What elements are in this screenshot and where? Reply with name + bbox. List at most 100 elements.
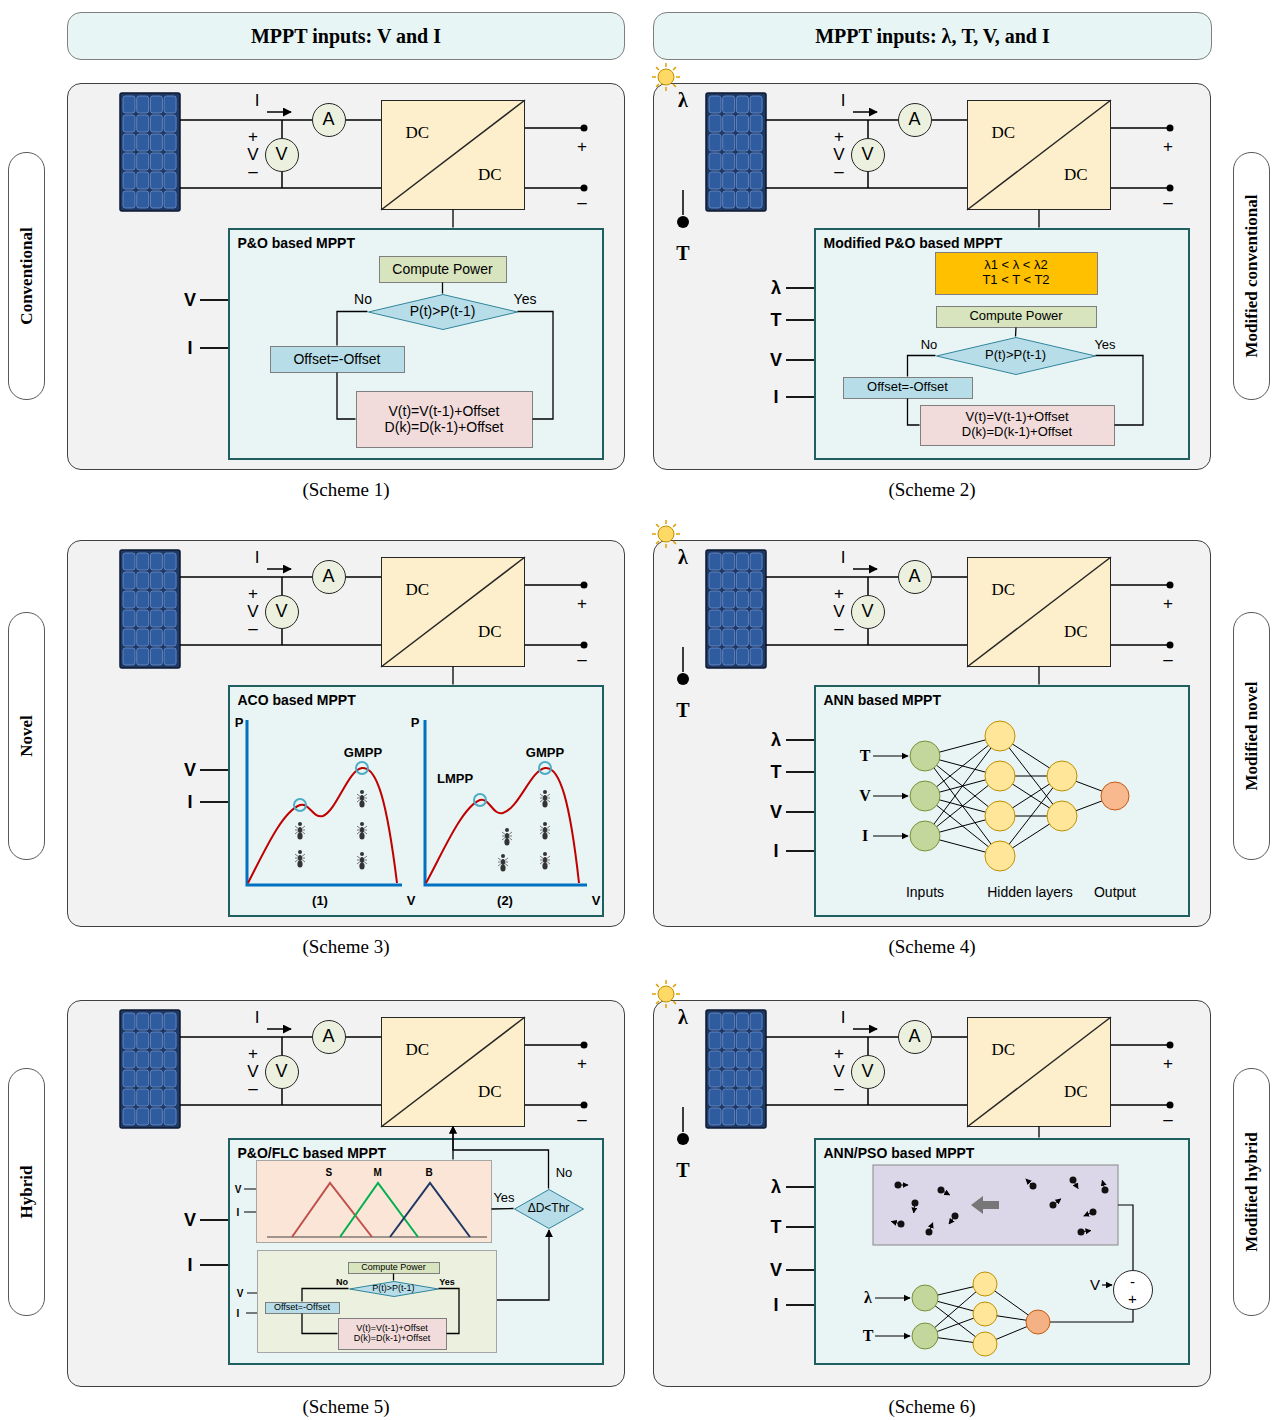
solar-cell — [750, 1032, 762, 1049]
solar-cell — [723, 648, 735, 665]
node-text: P(t)>P(t-1) — [372, 1284, 414, 1294]
converter-diagonal — [381, 100, 525, 210]
input-pin — [786, 1186, 814, 1188]
text-label: V — [184, 1210, 196, 1231]
fuzzy-block: SMB — [256, 1160, 492, 1243]
terminal — [1167, 642, 1174, 649]
solar-cell — [164, 1051, 176, 1068]
node-text: Modified novel — [1242, 681, 1262, 790]
current-arrow — [853, 111, 877, 113]
solar-cell — [150, 96, 162, 113]
node-text: V(t)=V(t-1)+Offset — [389, 403, 500, 419]
particle — [898, 1221, 905, 1228]
node-text: DC — [1064, 1082, 1088, 1102]
text-label: Hidden layers — [987, 884, 1073, 900]
particle — [912, 1200, 919, 1207]
ant — [359, 833, 364, 840]
decision-diamond: ΔD<Thr — [514, 1189, 584, 1229]
sun-ray — [665, 63, 667, 67]
input-pin — [786, 1226, 814, 1228]
node-text: V — [275, 601, 287, 622]
node-text: Modified conventional — [1242, 195, 1262, 358]
edge-label: Yes — [1094, 337, 1115, 352]
process-box: Offset=-Offset — [270, 346, 405, 373]
solar-cell — [123, 96, 135, 113]
input-pin — [200, 1264, 228, 1266]
solar-cell — [123, 1070, 135, 1087]
text-label: + — [248, 584, 258, 604]
solar-cell — [709, 1070, 721, 1087]
particle — [1090, 1209, 1097, 1216]
scheme-art — [652, 980, 1174, 1356]
particle — [1102, 1187, 1109, 1194]
connector — [452, 667, 453, 685]
solar-cell — [137, 629, 149, 646]
particle — [1050, 1202, 1057, 1209]
edge-label: Yes — [493, 1190, 514, 1205]
node-text: D(k)=D(k-1)+Offset — [385, 419, 504, 435]
connector — [1038, 1127, 1039, 1138]
solar-cell — [709, 172, 721, 189]
input-arrow — [873, 835, 908, 836]
solar-cell — [150, 610, 162, 627]
particle — [938, 1187, 945, 1194]
membership-m — [340, 1183, 418, 1237]
node-text: A — [908, 566, 920, 587]
sun-icon — [658, 526, 674, 542]
node-text: - — [1130, 1274, 1135, 1289]
text-label: GMPP — [526, 745, 564, 760]
meter-circle: V — [265, 138, 299, 172]
solar-cell — [709, 96, 721, 113]
input-neuron — [910, 781, 940, 811]
solar-cell — [164, 610, 176, 627]
sun-ray — [656, 1001, 659, 1004]
solar-cell — [709, 1051, 721, 1068]
solar-cell — [709, 134, 721, 151]
solar-cell — [709, 115, 721, 132]
sun-ray — [676, 533, 680, 535]
solar-cell — [723, 629, 735, 646]
solar-cell — [709, 553, 721, 570]
current-arrow — [267, 111, 291, 113]
solar-cell — [750, 1013, 762, 1030]
solar-cell — [123, 648, 135, 665]
solar-cell — [750, 591, 762, 608]
solar-cell — [164, 572, 176, 589]
summing-junction: -+ — [1113, 1270, 1153, 1310]
solar-cell — [150, 115, 162, 132]
node-text: ACO based MPPT — [238, 692, 356, 708]
text-label: V — [184, 760, 196, 781]
solar-cell — [709, 191, 721, 208]
solar-cell — [723, 191, 735, 208]
pv-curve — [426, 768, 579, 883]
direction-arrow — [971, 1196, 999, 1214]
solar-cell — [137, 134, 149, 151]
ant — [505, 833, 509, 839]
text-label: T — [771, 1217, 782, 1238]
text-label: (1) — [312, 893, 328, 908]
solar-cell — [736, 134, 748, 151]
sun-ray — [673, 67, 676, 70]
solar-cell — [164, 648, 176, 665]
edge-label: No — [354, 291, 372, 307]
text-label: + — [834, 584, 844, 604]
node-text: A — [322, 1026, 334, 1047]
mppt-block: P&O/FLC based MPPTSMBΔD<ThrCompute Power… — [228, 1138, 604, 1365]
particle — [926, 1229, 933, 1236]
solar-cell — [723, 134, 735, 151]
edge-label: No — [556, 1165, 573, 1180]
terminal — [1167, 125, 1174, 132]
node-text: DC — [1064, 165, 1088, 185]
solar-cell — [137, 553, 149, 570]
solar-cell — [137, 1051, 149, 1068]
process-box: V(t)=V(t-1)+OffsetD(k)=D(k-1)+Offset — [920, 405, 1115, 446]
input-neuron — [910, 821, 940, 851]
input-pin — [786, 1304, 814, 1306]
terminal — [581, 1042, 588, 1049]
text-label: – — [577, 650, 586, 670]
solar-cell — [164, 115, 176, 132]
terminal — [1167, 1042, 1174, 1049]
input-neuron — [912, 1285, 938, 1311]
input-pin — [200, 1219, 228, 1221]
node-text: ANN based MPPT — [824, 692, 941, 708]
